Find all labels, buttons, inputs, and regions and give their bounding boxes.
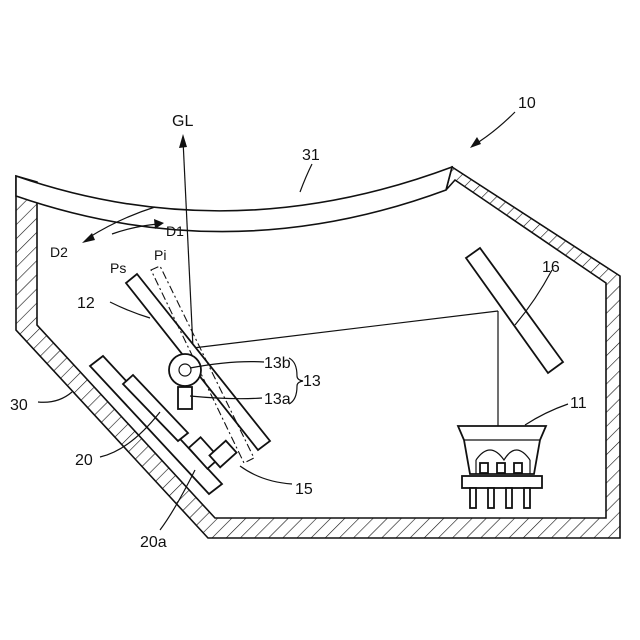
- label-light-source-11: 11: [570, 395, 587, 412]
- label-direction-d2: D2: [50, 244, 68, 260]
- label-position-pi: Pi: [154, 247, 166, 263]
- label-windshield-31: 31: [302, 147, 320, 164]
- label-actuator-13: 13: [303, 373, 321, 390]
- label-reflector-12: 12: [77, 295, 95, 312]
- windshield-cover: [16, 167, 452, 232]
- label-device-10: 10: [518, 95, 536, 112]
- label-housing-30: 30: [10, 397, 28, 414]
- light-source: [458, 426, 546, 508]
- label-actuator-13b: 13b: [264, 355, 291, 372]
- label-actuator-13a: 13a: [264, 391, 291, 408]
- label-display-20: 20: [75, 452, 93, 469]
- label-direction-d1: D1: [166, 223, 184, 239]
- label-position-ps: Ps: [110, 260, 126, 276]
- label-gaze-line: GL: [172, 113, 193, 130]
- actuator: [169, 354, 201, 409]
- label-stopper-15: 15: [295, 481, 313, 498]
- label-display-surface-20a: 20a: [140, 534, 167, 551]
- gaze-line-arrow: [179, 134, 193, 348]
- label-mirror-16: 16: [542, 259, 560, 276]
